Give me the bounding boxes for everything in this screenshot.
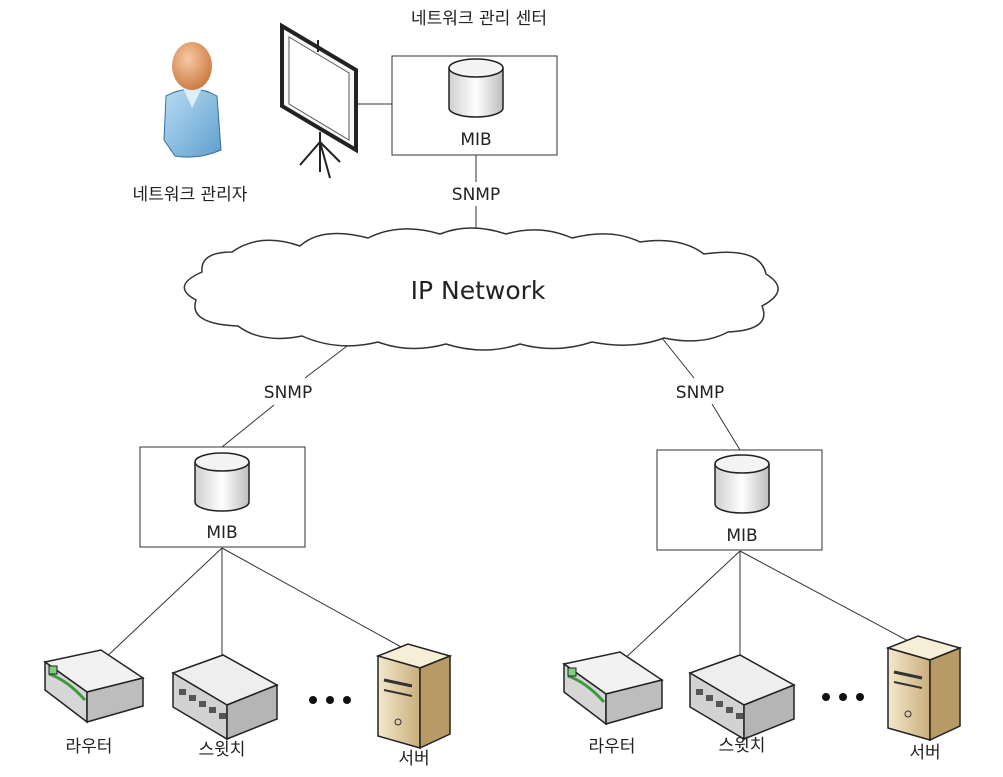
snmp-right-label: SNMP xyxy=(676,383,724,403)
right-switch-icon xyxy=(688,654,796,741)
ip-network-label: IP Network xyxy=(411,276,546,305)
center-database-icon xyxy=(448,58,504,118)
left-router-link xyxy=(101,547,223,662)
right-server-link xyxy=(739,550,913,644)
center-title: 네트워크 관리 센터 xyxy=(411,9,547,29)
snmp-top-label: SNMP xyxy=(452,185,500,205)
connection-lines xyxy=(101,103,913,664)
right-server-label: 서버 xyxy=(909,743,940,763)
left-snmp-agent-link xyxy=(221,404,275,448)
left-more-devices-dots xyxy=(309,696,351,704)
left-router-label: 라우터 xyxy=(66,737,113,757)
left-switch-icon xyxy=(171,654,279,741)
right-server-icon xyxy=(885,635,963,742)
right-router-icon xyxy=(562,651,664,726)
left-server-icon xyxy=(375,643,453,750)
left-agent-database-icon xyxy=(194,452,250,512)
left-server-link xyxy=(221,547,404,649)
left-switch-label: 스윗치 xyxy=(199,740,246,760)
snmp-left-label: SNMP xyxy=(264,383,312,403)
network-manager-person-icon xyxy=(163,42,222,158)
cloud-right-snmp-link xyxy=(661,337,695,379)
projector-screen-icon xyxy=(280,22,358,179)
right-agent-mib-label: MIB xyxy=(726,526,757,546)
right-router-label: 라우터 xyxy=(589,737,636,757)
ip-network-cloud-icon xyxy=(183,227,779,351)
right-router-link xyxy=(619,550,741,664)
left-server-label: 서버 xyxy=(398,749,429,769)
right-switch-label: 스윗치 xyxy=(719,736,766,756)
center-mib-label: MIB xyxy=(460,130,491,150)
manager-label: 네트워크 관리자 xyxy=(133,185,248,205)
right-more-devices-dots xyxy=(822,693,864,701)
right-agent-database-icon xyxy=(714,454,770,514)
right-snmp-agent-link xyxy=(711,403,741,451)
left-agent-mib-label: MIB xyxy=(206,523,237,543)
left-router-icon xyxy=(43,649,145,724)
